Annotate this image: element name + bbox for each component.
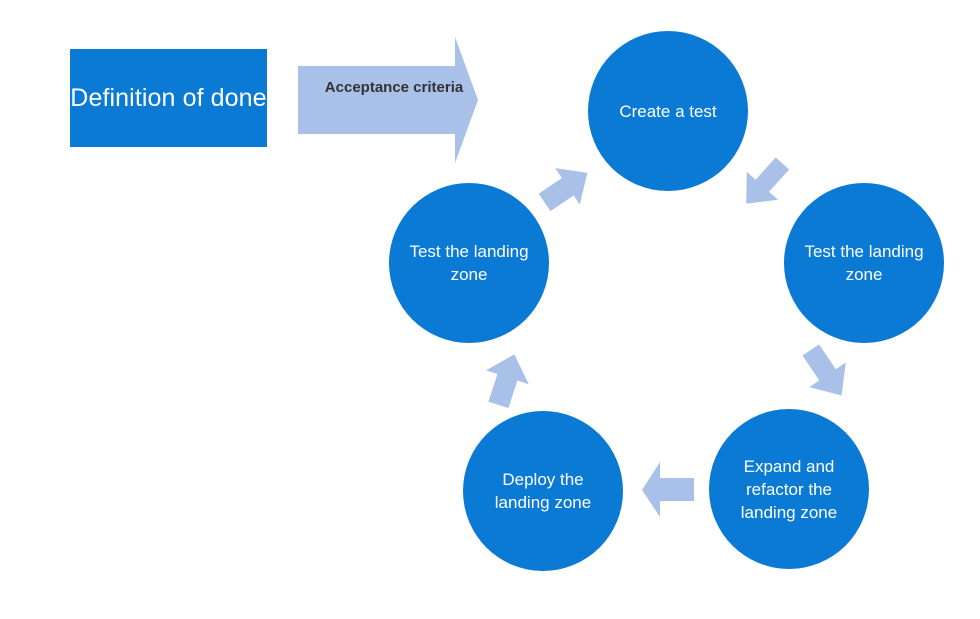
connector-arrow-up-right-icon bbox=[476, 351, 536, 409]
cycle-node-test-left[interactable]: Test the landing zone bbox=[389, 183, 549, 343]
cycle-node-expand-refactor[interactable]: Expand and refactor the landing zone bbox=[709, 409, 869, 569]
cycle-node-label: Test the landing zone bbox=[804, 242, 924, 284]
cycle-node-label: Create a test bbox=[619, 101, 717, 121]
connector-arrow-down-left-icon bbox=[796, 344, 858, 404]
cycle-node-label: Test the landing zone bbox=[409, 242, 529, 284]
connector-arrow-down-right-icon bbox=[734, 156, 792, 214]
cycle-node-create-test[interactable]: Create a test bbox=[588, 31, 748, 191]
acceptance-criteria-label: Acceptance criteria bbox=[324, 79, 464, 96]
definition-of-done-box: Definition of done bbox=[70, 49, 267, 147]
connector-arrow-left-icon bbox=[640, 460, 696, 520]
cycle-node-label: Expand and refactor the landing zone bbox=[740, 456, 838, 522]
cycle-node-deploy[interactable]: Deploy the landing zone bbox=[463, 411, 623, 571]
definition-of-done-label: Definition of done bbox=[70, 83, 267, 112]
acceptance-criteria-arrow bbox=[298, 34, 480, 166]
cycle-node-label: Deploy the landing zone bbox=[494, 470, 592, 512]
connector-arrow-up-right-icon bbox=[536, 159, 594, 217]
cycle-node-test-right[interactable]: Test the landing zone bbox=[784, 183, 944, 343]
